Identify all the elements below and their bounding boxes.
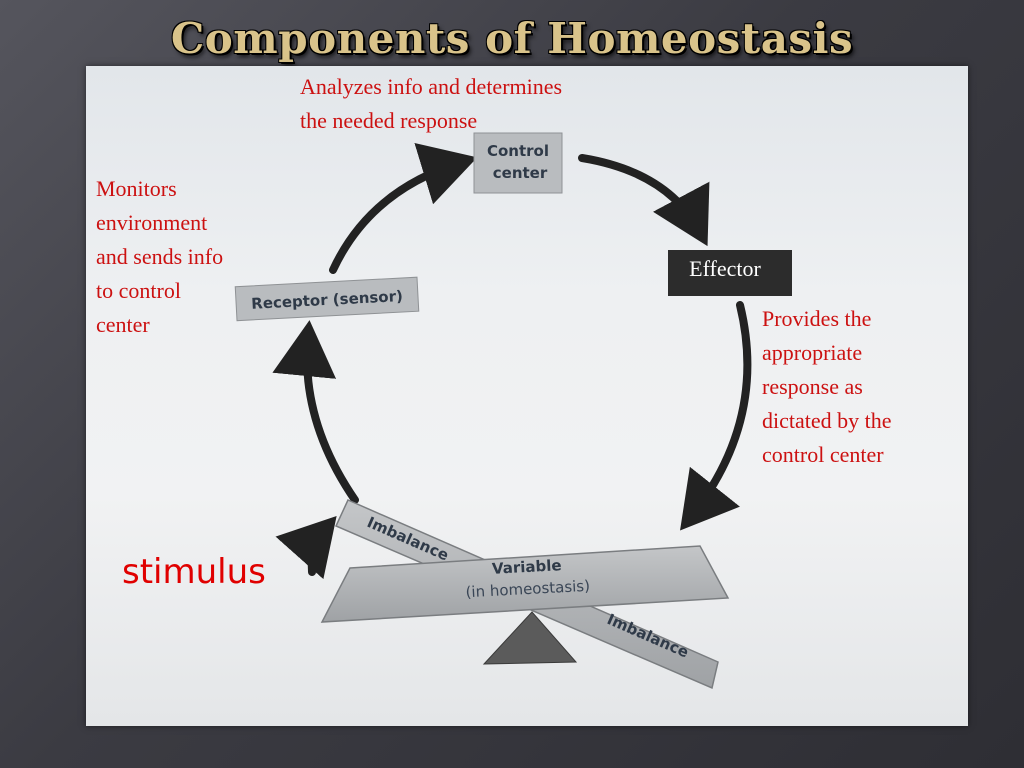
receptor-annotation: Monitors environment and sends info to c… — [96, 172, 223, 342]
arrow-control-to-effector — [578, 154, 710, 247]
control-center-line1: Control — [487, 142, 549, 160]
effector-box: Effector — [668, 250, 792, 296]
control-center-box: Control center — [473, 132, 563, 194]
annotation-line: Provides the — [762, 306, 872, 331]
stimulus-label: stimulus — [122, 552, 266, 592]
annotation-line: dictated by the — [762, 408, 892, 433]
annotation-line: center — [96, 312, 150, 337]
arrow-effector-to-variable — [680, 301, 752, 531]
annotation-line: response as — [762, 374, 863, 399]
variable-beam: Variable (in homeostasis) — [320, 545, 730, 623]
effector-annotation: Provides the appropriate response as dic… — [762, 302, 892, 472]
effector-label: Effector — [689, 256, 761, 281]
control-center-annotation: Analyzes info and determines the needed … — [300, 70, 562, 138]
annotation-line: environment — [96, 210, 208, 235]
seesaw-fulcrum — [482, 611, 578, 665]
slide-title: Components of Homeostasis — [170, 14, 854, 63]
annotation-line: appropriate — [762, 340, 863, 365]
control-center-line2: center — [493, 164, 548, 182]
annotation-line: Monitors — [96, 176, 177, 201]
receptor-box: Receptor (sensor) — [234, 276, 420, 322]
annotation-line: control center — [762, 442, 884, 467]
arrow-variable-to-receptor — [272, 320, 359, 504]
annotation-line: Analyzes info and determines — [300, 74, 563, 99]
arrow-receptor-to-control — [329, 143, 478, 274]
arrow-stimulus — [275, 516, 337, 580]
annotation-line: and sends info — [96, 244, 224, 269]
annotation-line: to control — [96, 278, 181, 303]
variable-label: Variable — [492, 556, 562, 578]
annotation-line: the needed response — [300, 108, 478, 133]
